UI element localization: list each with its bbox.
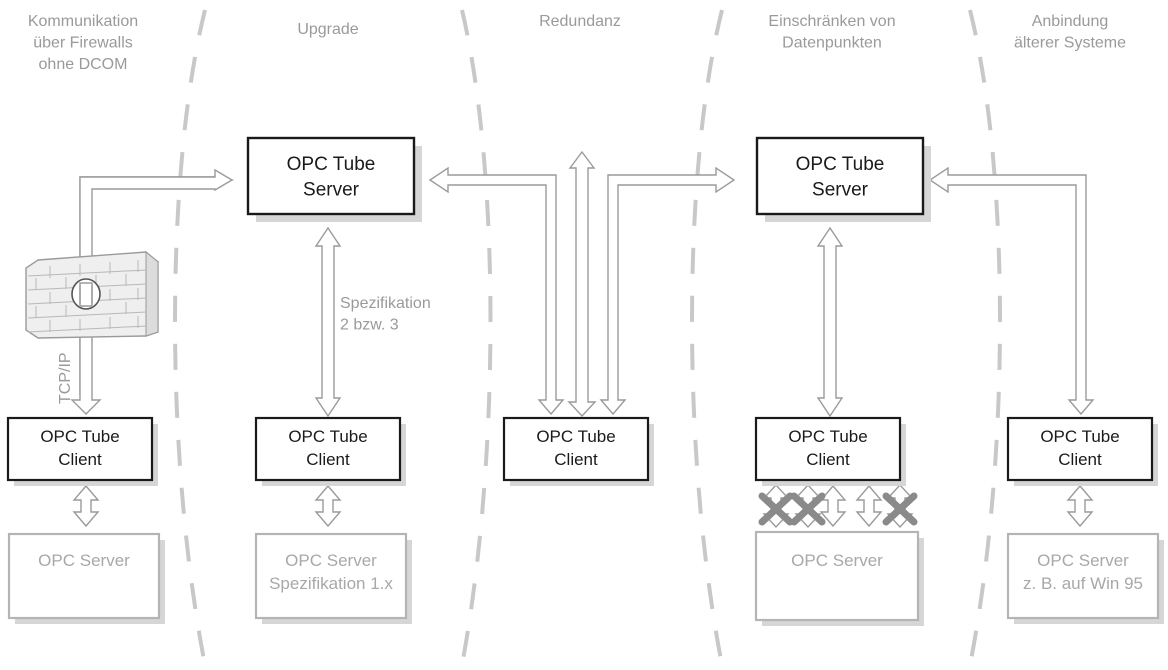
blocked-datapoint-1 bbox=[758, 483, 794, 529]
arrow-client3-to-server2 bbox=[599, 166, 736, 416]
separator-2 bbox=[460, 9, 493, 666]
separator-4 bbox=[968, 9, 1002, 666]
separator-1 bbox=[173, 9, 207, 666]
opc-server-1: OPC Server bbox=[7, 532, 165, 624]
arrow-client1-opc1 bbox=[72, 484, 100, 528]
heading-redundancy: Redundanz bbox=[539, 13, 621, 30]
blocked-datapoint-2 bbox=[790, 483, 826, 529]
arrow-server2-client4 bbox=[816, 226, 844, 418]
arrow-client5-to-server2 bbox=[928, 166, 1095, 416]
arrow-datapoint-4 bbox=[855, 484, 883, 528]
arrow-client5-opc5 bbox=[1066, 484, 1094, 528]
heading-upgrade: Upgrade bbox=[297, 21, 358, 38]
arrow-client2-opc2 bbox=[314, 484, 342, 528]
arrows bbox=[70, 150, 1095, 528]
blocked-datapoints bbox=[758, 483, 918, 529]
arrow-server1-client2 bbox=[314, 226, 342, 418]
arrow-through-firewall bbox=[79, 282, 93, 307]
separator-3 bbox=[690, 9, 724, 666]
opc-server-4: OPC Server bbox=[754, 530, 924, 626]
arrow-client3-up bbox=[567, 150, 597, 418]
arrow-client3-to-server1 bbox=[428, 166, 565, 416]
arrow-datapoint-3 bbox=[819, 484, 847, 528]
tcpip-label: TCP/IP bbox=[57, 352, 74, 404]
opc-server-1-title: OPC Server bbox=[38, 551, 130, 570]
column-separators bbox=[173, 9, 1002, 666]
arrow-through-firewall-edges bbox=[79, 285, 93, 304]
opc-server-4-title: OPC Server bbox=[791, 551, 883, 570]
blocked-datapoint-5 bbox=[882, 483, 918, 529]
arrow-firewall-to-server-shaft bbox=[70, 168, 234, 415]
